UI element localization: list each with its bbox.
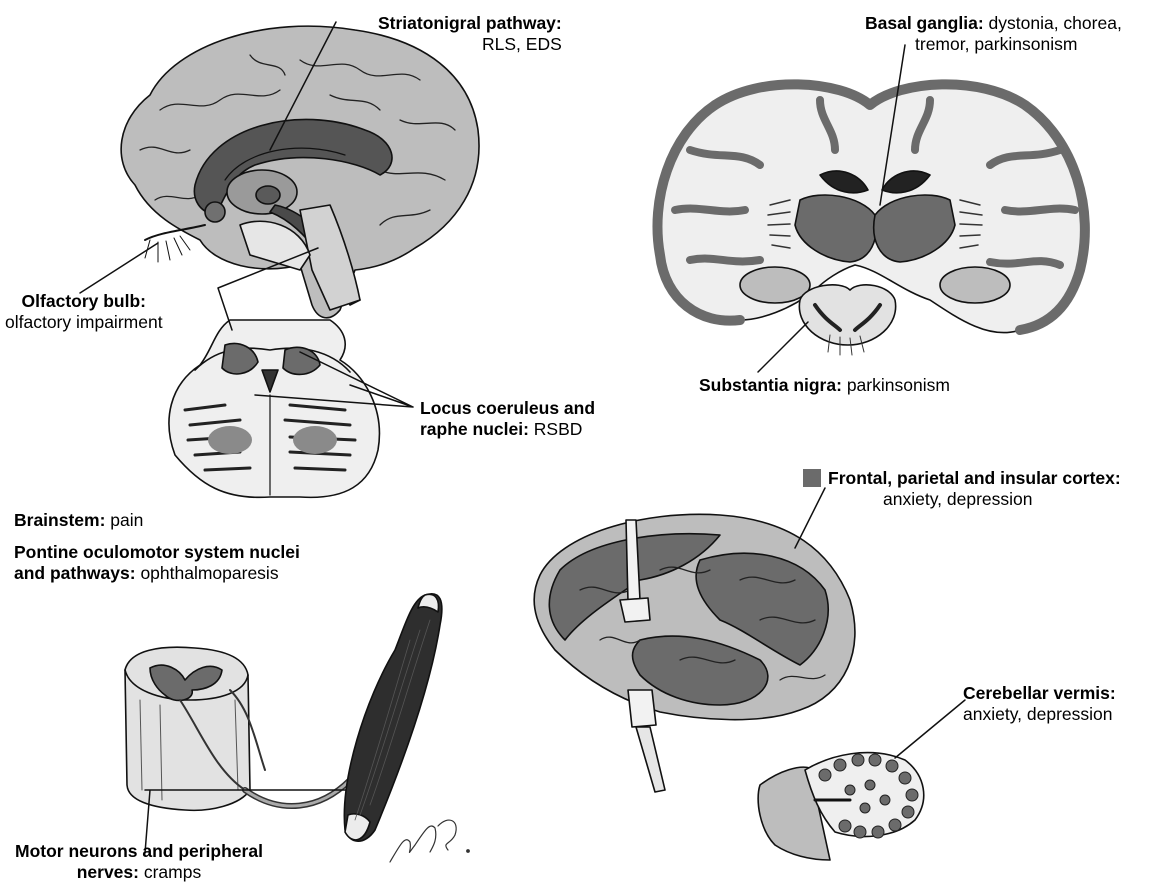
label-olfactory-bulb: Olfactory bulb: olfactory impairment xyxy=(5,291,163,333)
cerebellum-section-icon xyxy=(758,700,965,860)
muscle-icon xyxy=(344,594,442,842)
label-basal-ganglia: Basal ganglia: dystonia, chorea, tremor,… xyxy=(865,13,1122,55)
coronal-brain-section-icon xyxy=(657,45,1084,372)
label-cortex: Frontal, parietal and insular cortex: an… xyxy=(828,468,1121,510)
label-locus-coeruleus: Locus coeruleus and raphe nuclei: RSBD xyxy=(420,398,595,440)
label-pontine-oculomotor: Pontine oculomotor system nuclei and pat… xyxy=(14,542,300,584)
label-motor-neurons: Motor neurons and peripheral nerves: cra… xyxy=(15,841,263,883)
lateral-brain-icon xyxy=(534,488,855,792)
label-substantia-nigra: Substantia nigra: parkinsonism xyxy=(699,375,950,396)
cortex-legend-swatch xyxy=(803,469,821,487)
label-striatonigral: Striatonigral pathway: RLS, EDS xyxy=(282,13,562,55)
sagittal-brain-icon xyxy=(121,26,479,318)
label-brainstem: Brainstem: pain xyxy=(14,510,143,531)
label-cerebellar-vermis: Cerebellar vermis: anxiety, depression xyxy=(963,683,1116,725)
artist-signature-icon xyxy=(390,820,469,862)
